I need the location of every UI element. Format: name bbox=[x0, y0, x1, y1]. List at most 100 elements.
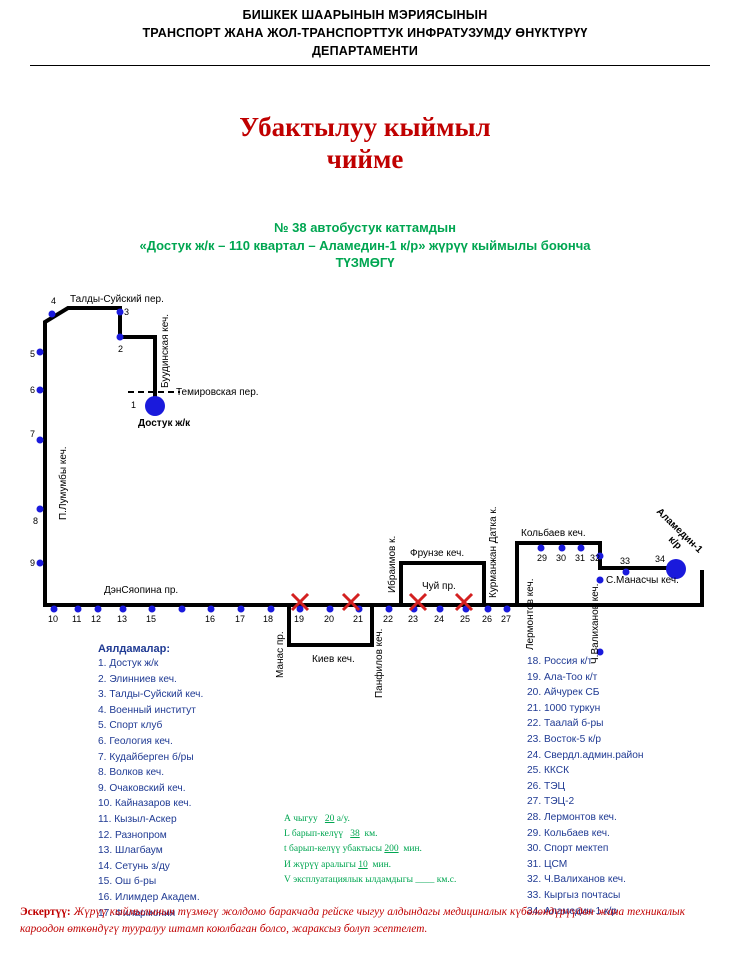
terminal-start-marker bbox=[145, 396, 165, 416]
stop-list-item: 14. Сетунь з/ду bbox=[98, 860, 170, 872]
department-line-1: БИШКЕК ШААРЫНЫН МЭРИЯСЫНЫН bbox=[242, 8, 488, 22]
stop-number: 22 bbox=[383, 614, 393, 624]
stop-marker bbox=[116, 308, 124, 316]
stop-list-item: 32. Ч.Валиханов кеч. bbox=[527, 874, 626, 886]
stop-number: 11 bbox=[72, 614, 81, 624]
street-panfilov: Панфилов кеч. bbox=[373, 629, 385, 698]
stop-number: 29 bbox=[537, 553, 547, 563]
stop-marker bbox=[119, 605, 127, 613]
stop-number: 15 bbox=[146, 614, 156, 624]
stop-number: 1 bbox=[131, 400, 136, 410]
stop-list-item: 33. Кыргыз почтасы bbox=[527, 889, 621, 901]
stops-list-left: 1. Достук ж/к 2. Элинниев кеч. 3. Талды-Су… bbox=[98, 656, 203, 921]
stop-list-item: 9. Очаковский кеч. bbox=[98, 782, 186, 794]
stop-list-item: 18. Россия к/т bbox=[527, 656, 593, 667]
stop-list-item: 5. Спорт клуб bbox=[98, 720, 163, 732]
warning-note: Эскертүү: Жүрүү кыймылынын түзмөгү жолдо… bbox=[20, 904, 685, 937]
stop-number: 5 bbox=[30, 349, 35, 359]
stop-list-item: 23. Восток-5 к/р bbox=[527, 733, 602, 745]
stop-marker bbox=[36, 505, 44, 513]
stop-number: 23 bbox=[408, 614, 418, 624]
stop-list-item: 25. ККСК bbox=[527, 765, 570, 777]
stop-number: 21 bbox=[353, 614, 363, 624]
street-chui: Чуй пр. bbox=[422, 581, 456, 592]
street-smanas: С.Манасчы кеч. bbox=[606, 575, 679, 586]
street-valikhanov: Ч.Валиханов кеч. bbox=[590, 584, 601, 664]
stop-list-item: 4. Военный институт bbox=[98, 704, 196, 716]
stop-list-item: 2. Элинниев кеч. bbox=[98, 673, 177, 685]
note-label: Эскертүү: bbox=[20, 906, 71, 918]
stop-number: 13 bbox=[117, 614, 127, 624]
stop-number: 33 bbox=[620, 556, 630, 566]
stop-list-item: 17. Филармония bbox=[98, 907, 176, 919]
stop-marker bbox=[622, 568, 630, 576]
street-kiev: Киев кеч. bbox=[312, 654, 355, 665]
stop-marker bbox=[36, 348, 44, 356]
stop-list-item: 28. Лермонтов кеч. bbox=[527, 811, 617, 823]
street-temirov: Темировская пер. bbox=[176, 387, 259, 398]
stop-list-item: 22. Таалай б-ры bbox=[527, 718, 604, 730]
stop-marker bbox=[36, 386, 44, 394]
stop-number: 8 bbox=[33, 516, 38, 526]
terminal-start-label: Достук ж/к bbox=[138, 418, 191, 429]
stop-list-item: 12. Разнопром bbox=[98, 829, 167, 841]
param-length: L барып-келүү 38 км. bbox=[284, 829, 378, 840]
stop-marker bbox=[558, 544, 566, 552]
stop-number: 7 bbox=[30, 429, 35, 439]
stop-number: 19 bbox=[294, 614, 304, 624]
stop-list-item: 29. Кольбаев кеч. bbox=[527, 827, 610, 839]
param-speed: V эксплуатациялык ылдамдыгы ____ км.с. bbox=[284, 874, 457, 885]
route-subtitle-1: № 38 автобустук каттамдын bbox=[274, 220, 456, 235]
stop-list-item: 15. Ош б-ры bbox=[98, 876, 157, 888]
stop-list-item: 24. Свердл.админ.район bbox=[527, 749, 644, 761]
param-interval: И жүрүү аралыгы 10 мин. bbox=[284, 859, 392, 870]
street-lumumba: П.Лумумбы кеч. bbox=[57, 446, 69, 520]
stop-list-item: 11. Кызыл-Аскер bbox=[98, 813, 177, 825]
stops-list-right: 18. Россия к/т 19. Ала-Тоо к/т 20. Айчурек… bbox=[527, 654, 644, 919]
stop-number: 32 bbox=[590, 553, 600, 563]
route-parameters: А чыгуу 20 а/у. L барып-келүү 38 км. t б… bbox=[284, 812, 456, 888]
stop-number: 17 bbox=[235, 614, 245, 624]
stop-marker bbox=[36, 559, 44, 567]
stop-list-item: 20. Айчурек СБ bbox=[527, 687, 600, 699]
stop-number: 12 bbox=[91, 614, 101, 624]
closure-cross-icon bbox=[454, 592, 474, 612]
stop-marker bbox=[596, 552, 604, 560]
department-line-3: ДЕПАРТАМЕНТИ bbox=[311, 44, 419, 58]
stop-marker bbox=[537, 544, 545, 552]
stop-number: 34 bbox=[655, 554, 665, 564]
stop-marker bbox=[116, 333, 124, 341]
street-manas: Манас пр. bbox=[275, 631, 286, 678]
param-departures: А чыгуу 20 а/у. bbox=[284, 814, 350, 824]
route-subtitle-3: ТҮЗМӨГҮ bbox=[335, 255, 395, 270]
stop-marker bbox=[385, 605, 393, 613]
stop-number: 2 bbox=[118, 344, 123, 354]
stop-list-item: 19. Ала-Тоо к/т bbox=[527, 671, 598, 683]
stop-marker bbox=[326, 605, 334, 613]
param-round-trip-time: t барып-келүү убактысы 200 мин. bbox=[284, 844, 422, 855]
stop-marker bbox=[296, 605, 304, 613]
stop-number: 10 bbox=[48, 614, 58, 624]
stop-marker bbox=[178, 605, 186, 613]
stop-marker bbox=[207, 605, 215, 613]
stop-list-item: 3. Талды-Суйский кеч. bbox=[98, 689, 204, 701]
stop-marker bbox=[36, 436, 44, 444]
stop-marker bbox=[48, 310, 56, 318]
stop-list-item: 1. Достук ж/к bbox=[98, 658, 159, 669]
street-taldy-suy: Талды-Суйский пер. bbox=[70, 294, 164, 305]
stop-list-item: 21. 1000 туркун bbox=[527, 702, 601, 714]
route-loop-frunze bbox=[399, 561, 486, 605]
stop-marker bbox=[577, 544, 585, 552]
stop-number: 24 bbox=[434, 614, 444, 624]
stop-list-item: 8. Волков кеч. bbox=[98, 767, 165, 779]
stop-number: 25 bbox=[460, 614, 470, 624]
street-buudin: Буудинская кеч. bbox=[160, 314, 171, 388]
stop-marker bbox=[503, 605, 511, 613]
stop-list-item: 26. ТЭЦ bbox=[527, 780, 566, 792]
stop-number: 26 bbox=[482, 614, 492, 624]
stop-list-item: 27. ТЭЦ-2 bbox=[527, 796, 575, 808]
header-divider bbox=[30, 65, 710, 66]
stop-marker bbox=[436, 605, 444, 613]
street-kolbaev: Кольбаев кеч. bbox=[521, 527, 586, 539]
